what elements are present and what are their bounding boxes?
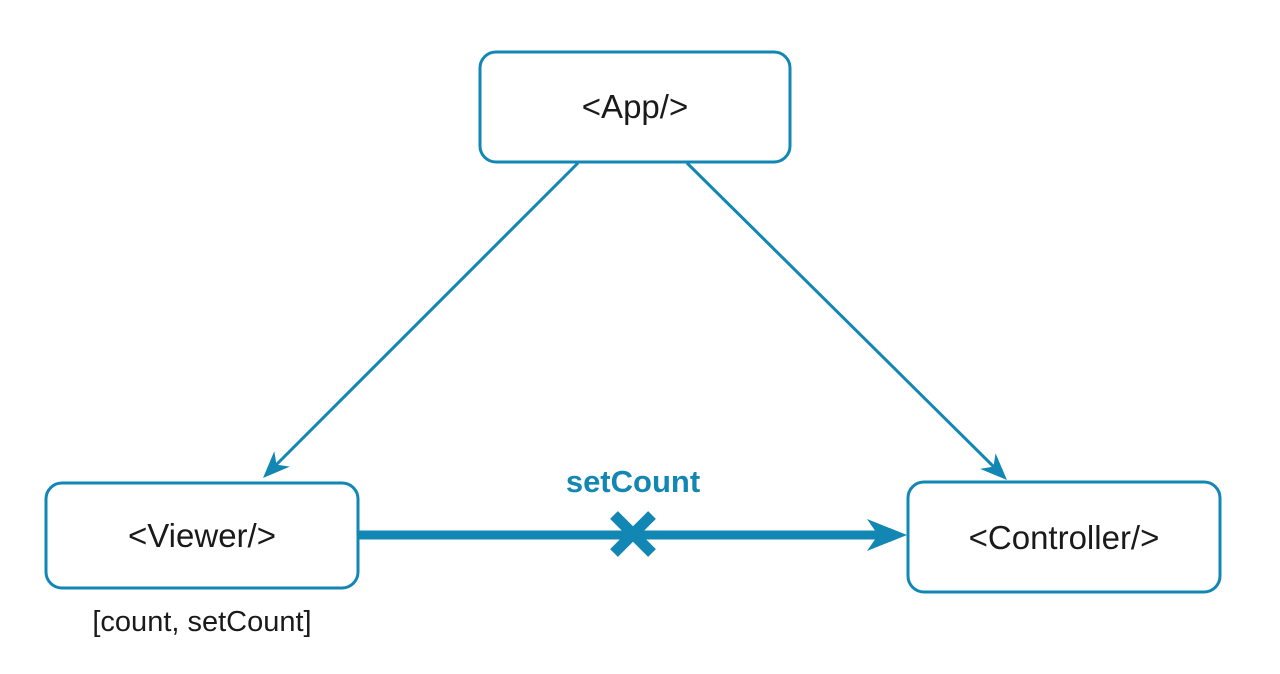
edge-app-to-controller-line xyxy=(685,161,999,472)
node-controller-label: <Controller/> xyxy=(969,519,1160,556)
edge-viewer-to-controller: setCount xyxy=(358,464,907,557)
node-controller-box xyxy=(906,480,1222,594)
arrowhead-to-viewer-icon xyxy=(263,451,290,478)
node-app-box xyxy=(478,50,792,164)
edge-app-to-viewer-line xyxy=(271,161,580,470)
arrowhead-to-controller-thick-icon xyxy=(867,519,907,551)
edge-label-setcount: setCount xyxy=(566,464,700,499)
arrowhead-to-controller-icon xyxy=(980,453,1007,480)
edge-app-to-viewer xyxy=(263,161,580,478)
viewer-state-label: [count, setCount] xyxy=(92,606,311,638)
node-viewer-box xyxy=(44,481,360,590)
node-app-label: <App/> xyxy=(582,88,688,125)
node-app: <App/> xyxy=(478,50,792,164)
node-viewer: <Viewer/> xyxy=(44,481,360,590)
x-cross-icon xyxy=(610,511,656,557)
node-viewer-label: <Viewer/> xyxy=(128,517,276,554)
edge-app-to-controller xyxy=(685,161,1007,480)
node-controller: <Controller/> xyxy=(906,480,1222,594)
